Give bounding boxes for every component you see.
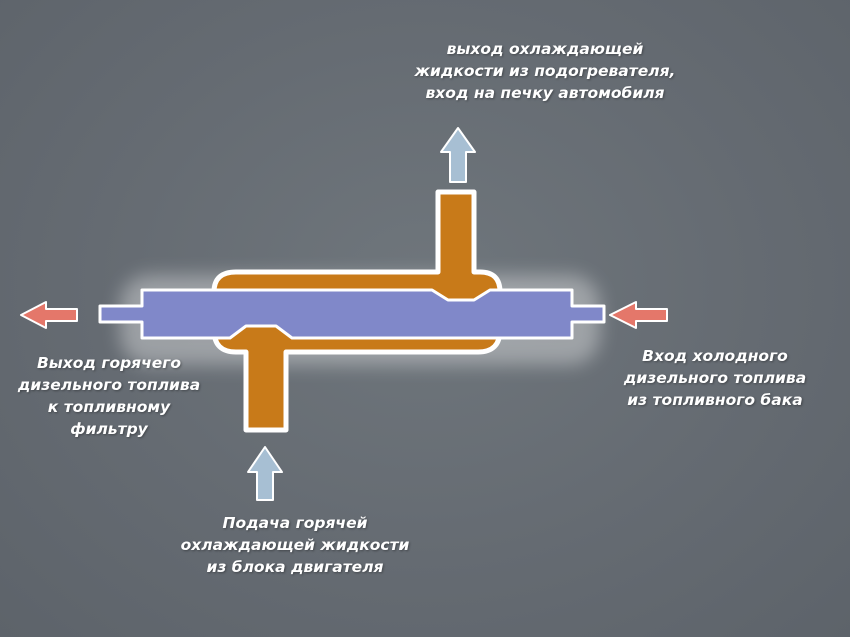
coolant-in-line-2: охлаждающей жидкости xyxy=(180,536,410,554)
fuel-out-line-1: Выход горячего xyxy=(36,354,182,372)
fuel-out-arrow xyxy=(20,301,78,329)
fuel-pipe xyxy=(98,288,606,340)
coolant-out-label: выход охлаждающей жидкости из подогреват… xyxy=(385,38,705,104)
coolant-out-line-3: вход на печку автомобиля xyxy=(425,84,665,102)
coolant-in-line-1: Подача горячей xyxy=(222,514,368,532)
fuel-out-label: Выход горячего дизельного топлива к топл… xyxy=(4,352,214,440)
fuel-in-line-2: дизельного топлива xyxy=(623,369,807,387)
fuel-in-arrow xyxy=(609,301,668,329)
coolant-in-line-3: из блока двигателя xyxy=(206,558,384,576)
fuel-in-label: Вход холодного дизельного топлива из топ… xyxy=(600,345,830,411)
fuel-out-line-2: дизельного топлива xyxy=(17,376,201,394)
coolant-out-line-1: выход охлаждающей xyxy=(446,40,644,58)
coolant-out-line-2: жидкости из подогревателя, xyxy=(414,62,676,80)
coolant-in-label: Подача горячей охлаждающей жидкости из б… xyxy=(160,512,430,578)
coolant-tube-bottom xyxy=(250,340,282,426)
coolant-out-arrow xyxy=(440,127,476,183)
fuel-out-line-3: к топливному xyxy=(47,398,171,416)
fuel-in-line-1: Вход холодного xyxy=(642,347,788,365)
fuel-out-line-4: фильтру xyxy=(70,420,148,438)
coolant-tube-top xyxy=(442,196,470,272)
coolant-in-arrow xyxy=(247,446,283,501)
fuel-in-line-3: из топливного бака xyxy=(627,391,803,409)
